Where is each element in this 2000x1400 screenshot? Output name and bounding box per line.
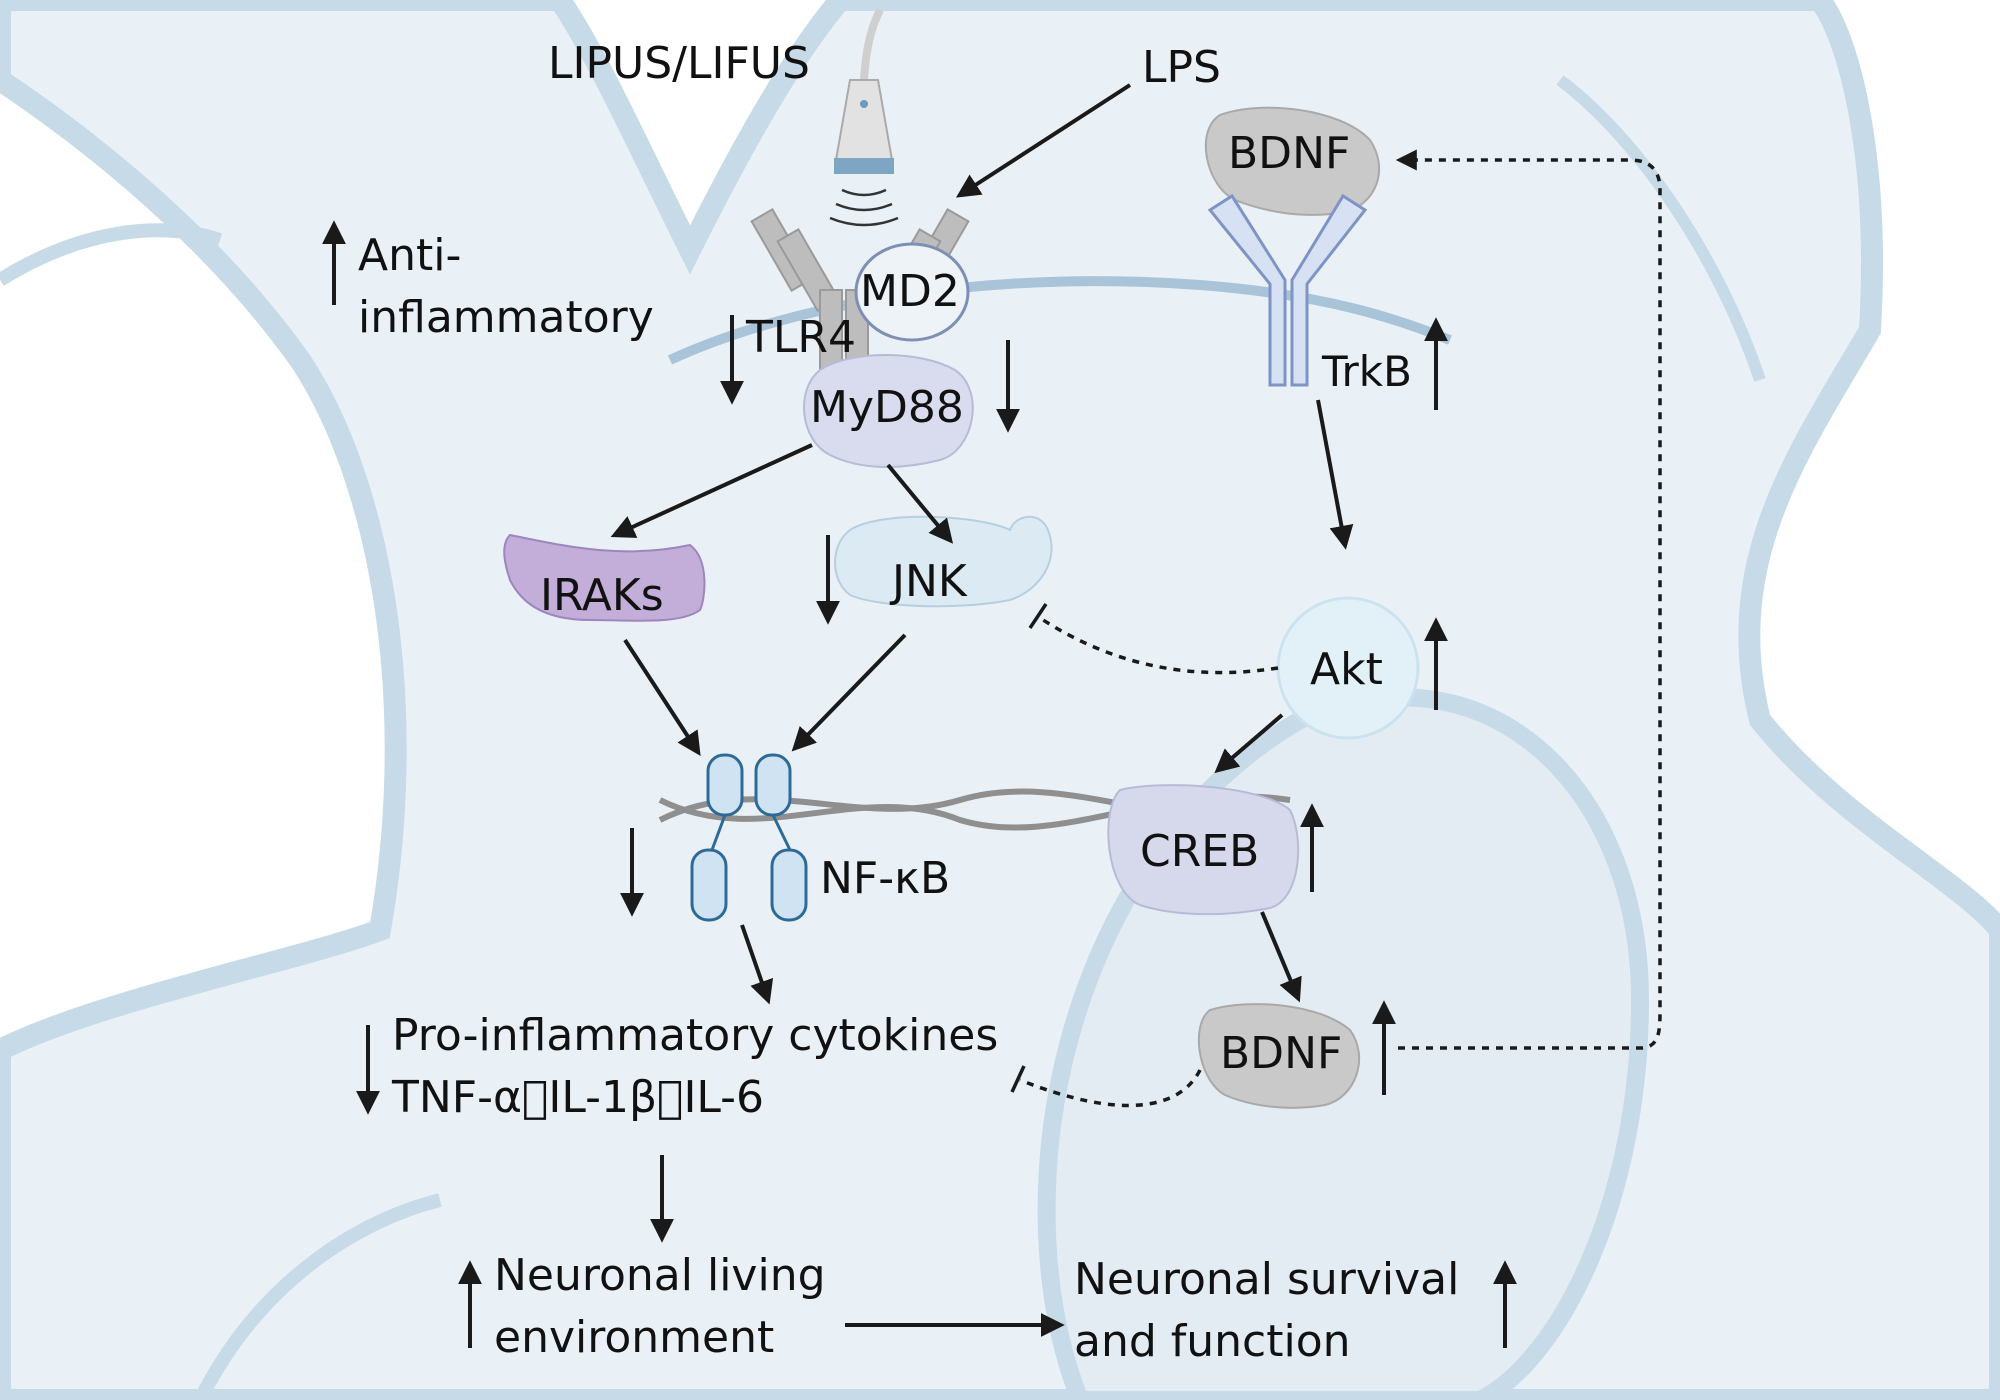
ultrasound-probe-icon <box>829 8 899 227</box>
myd88-node <box>803 354 974 468</box>
environment-label-1: Neuronal living <box>494 1250 826 1301</box>
survival-label-2: and function <box>1074 1316 1351 1367</box>
lipus-label: LIPUS/LIFUS <box>548 38 810 89</box>
jnk-node <box>834 515 1053 608</box>
survival-label-1: Neuronal survival <box>1074 1254 1459 1305</box>
pathway-arrows <box>610 83 1354 1337</box>
cell-membrane <box>667 276 1452 365</box>
myd88-label: MyD88 <box>810 382 964 433</box>
iraks-label: IRAKs <box>540 570 664 621</box>
iraks-node <box>503 533 706 622</box>
md2-label: MD2 <box>860 266 960 317</box>
regulation-indicators <box>322 220 1517 1348</box>
cytokines-label-2: TNF-α IL-1β IL-6 <box>391 1072 764 1123</box>
trkb-label: TrkB <box>1321 347 1412 396</box>
creb-label: CREB <box>1140 826 1259 877</box>
anti-inflammatory-label-1: Anti- <box>358 230 461 281</box>
bdnf-bottom-node <box>1197 1003 1360 1109</box>
tlr4-label: TLR4 <box>745 312 856 363</box>
creb-node <box>1107 784 1300 916</box>
nfkb-label: NF-κB <box>820 853 950 904</box>
jnk-label: JNK <box>889 556 968 607</box>
lps-label: LPS <box>1142 42 1221 93</box>
bdnf-bottom-label: BDNF <box>1220 1028 1342 1079</box>
anti-inflammatory-label-2: inflammatory <box>358 292 654 343</box>
akt-label: Akt <box>1310 644 1383 695</box>
md2-node <box>854 242 970 342</box>
trkb-receptor-icon <box>1207 193 1368 387</box>
bdnf-top-label: BDNF <box>1228 128 1350 179</box>
environment-label-2: environment <box>494 1312 774 1363</box>
dashed-connectors <box>1010 149 1662 1108</box>
cytokines-label-1: Pro-inflammatory cytokines <box>392 1010 998 1061</box>
nfkb-complex-icon <box>690 753 808 922</box>
